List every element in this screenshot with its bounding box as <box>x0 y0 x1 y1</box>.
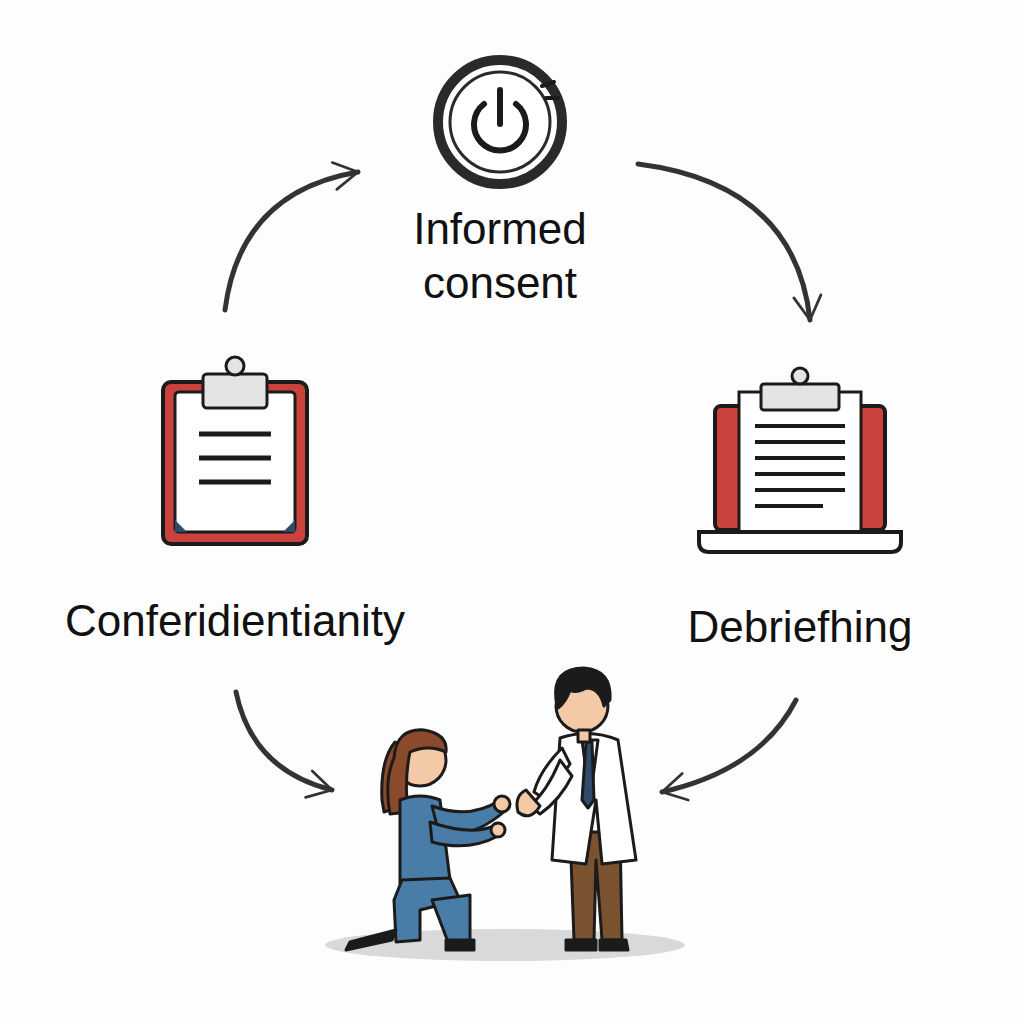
clipboard-icon <box>155 352 315 552</box>
cycle-arrow <box>662 700 796 792</box>
cycle-step: Informed consent <box>380 52 620 309</box>
cycle-arrow <box>638 164 810 320</box>
cycle-step: Debriefhing <box>655 362 945 654</box>
shadow <box>325 929 685 961</box>
woman-figure <box>346 730 510 950</box>
step-label: Debriefhing <box>687 600 912 654</box>
step-icon <box>693 362 907 562</box>
step-icon <box>155 352 315 552</box>
laptop-icon <box>693 362 907 562</box>
power-icon <box>430 52 570 192</box>
cycle-arrow <box>236 692 332 790</box>
doctor-figure <box>517 668 636 950</box>
cycle-step: Conferidientianity <box>20 352 450 648</box>
step-label: Informed consent <box>380 202 620 309</box>
step-icon <box>430 52 570 192</box>
step-label: Conferidientianity <box>65 594 405 648</box>
cycle-arrow <box>225 172 358 310</box>
